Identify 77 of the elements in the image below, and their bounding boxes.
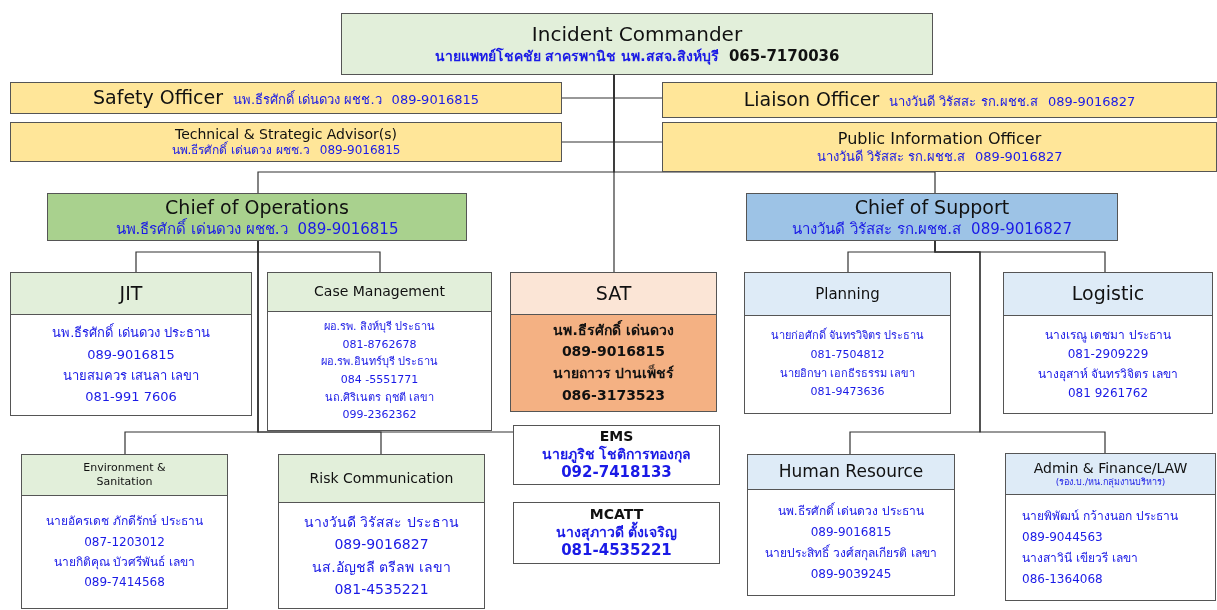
phone-number: 089-9016815 (561, 342, 666, 362)
role-title: Planning (815, 284, 880, 304)
phone-number: 089-9016815 (391, 92, 479, 109)
person-name: นางสาวินี เขียวรี เลขา (1022, 549, 1138, 567)
person-name: นางเรณู เดชมา ประธาน (1044, 327, 1172, 345)
phone-number: 081-991 7606 (85, 388, 177, 407)
role-title: Environment & Sanitation (82, 461, 167, 489)
role-title: Case Management (314, 283, 445, 301)
role-title: Incident Commander (531, 22, 743, 47)
role-title: Liaison Officer (743, 88, 880, 112)
phone-number: 089-9016827 (334, 535, 429, 555)
connector-line (613, 74, 615, 273)
person-name: นางวันดี วิรัสสะ รก.ผชช.ส (792, 219, 962, 239)
phone-number: 065-7170036 (728, 47, 840, 66)
role-title: Public Information Officer (837, 128, 1042, 149)
person-name: นายก่อศักดิ์ จันทรวิจิตร ประธาน (770, 327, 925, 345)
phone-number: 089-9016827 (1047, 94, 1136, 111)
role-title: EMS (599, 428, 634, 445)
phone-number: 081 9261762 (1067, 384, 1149, 402)
phone-number: 089-9016827 (975, 148, 1063, 166)
phone-number: 099-2362362 (342, 407, 417, 424)
role-title: JIT (119, 281, 143, 306)
phone-number: 084 -5551771 (340, 372, 419, 388)
phone-number: 092-7418133 (561, 463, 672, 482)
phone-number: 089-9016815 (87, 345, 175, 364)
connector-line (934, 240, 1106, 454)
person-name: ผอ.รพ. สิงห์บุรี ประธาน (323, 319, 436, 336)
phone-number: 081-7504812 (810, 346, 885, 363)
person-name: นพ.ธีรศักดิ์ เด่นดวง (553, 319, 674, 340)
role-title: SAT (595, 281, 632, 306)
person-name: นถ.ศิริเนตร ฤชตี เลขา (324, 389, 435, 406)
person-name: นางสุภาวดี ตั้งเจริญ (555, 523, 678, 542)
person-name: นส.อัญชลี ตรีลพ เลขา (312, 557, 451, 577)
person-name: นพ.ธีรศักดิ์ เด่นดวง ประธาน (52, 322, 210, 343)
person-name: ผอ.รพ.อินทร์บุรี ประธาน (320, 354, 439, 371)
phone-number: 087-1203012 (84, 533, 165, 551)
phone-number: 089-9016815 (810, 523, 892, 541)
phone-number: 081-4535221 (334, 579, 429, 599)
phone-number: 086-3173523 (561, 385, 666, 405)
person-name: นพ.ธีรศักดิ์ เด่นดวง ผชช.ว (233, 92, 382, 109)
phone-number: 081-9473636 (810, 384, 885, 401)
role-title: Chief of Operations (165, 195, 349, 218)
person-name: นายถาวร ปานเพ็ชร์ (552, 363, 675, 383)
role-title: Admin & Finance/LAW (1033, 459, 1188, 477)
person-name: นางวันดี วิรัสสะ รก.ผชช.ส (889, 94, 1038, 111)
person-name: นางวันดี วิรัสสะ รก.ผชช.ส (816, 148, 966, 166)
person-name: นายอัครเดช ภักดีรักษ์ ประธาน (46, 513, 203, 531)
phone-number: 086-1364068 (1022, 570, 1103, 588)
person-name: นางอุสาห์ จันทรวิจิตร เลขา (1037, 365, 1179, 384)
role-title: MCATT (589, 506, 644, 523)
phone-number: 081-8762678 (342, 336, 417, 353)
phone-number: 089-9039245 (810, 565, 892, 583)
role-title: Technical & Strategic Advisor(s) (174, 125, 398, 142)
person-name: นายพิพัฒน์ กว้างนอก ประธาน (1022, 507, 1178, 525)
phone-number: 089-9016815 (319, 143, 401, 159)
person-name: นายแพทย์โชคชัย สาครพานิช นพ.สสจ.สิงห์บุรี (434, 48, 719, 66)
role-title: Risk Communication (308, 469, 455, 488)
person-name: นางวันดี วิรัสสะ ประธาน (304, 512, 459, 532)
person-name: นายอิกษา เอกธีรธรรม เลขา (779, 365, 916, 382)
person-name: นพ.ธีรศักดิ์ เด่นดวง ผชช.ว (171, 143, 310, 159)
phone-number: 089-9016827 (971, 219, 1072, 239)
phone-number: 089-9016815 (297, 219, 399, 239)
phone-number: 089-7414568 (84, 574, 165, 592)
person-name: นพ.ธีรศักดิ์ เด่นดวง ประธาน (777, 501, 925, 520)
role-title: Human Resource (778, 461, 924, 483)
phone-number: 081-2909229 (1067, 346, 1149, 364)
person-name: นายภูริช โชติการทองกุล (541, 445, 692, 464)
role-title: Safety Officer (93, 86, 224, 110)
person-name: นายกิติคุณ บัวศรีพันธ์ เลขา (53, 554, 196, 572)
phone-number: 089-9044563 (1022, 528, 1103, 546)
person-name: นายประสิทธิ์ วงศ์สกุลเกียรติ เลขา (765, 543, 937, 563)
person-name: นายสมควร เสนลา เลขา (62, 367, 200, 385)
person-name: นพ.ธีรศักดิ์ เด่นดวง ผชช.ว (115, 219, 288, 239)
department-note: (รอง.บ./หน.กลุ่มงานบริหาร) (1055, 477, 1166, 489)
role-title: Logistic (1071, 282, 1145, 306)
phone-number: 081-4535221 (561, 541, 672, 560)
role-title: Chief of Support (854, 195, 1010, 220)
